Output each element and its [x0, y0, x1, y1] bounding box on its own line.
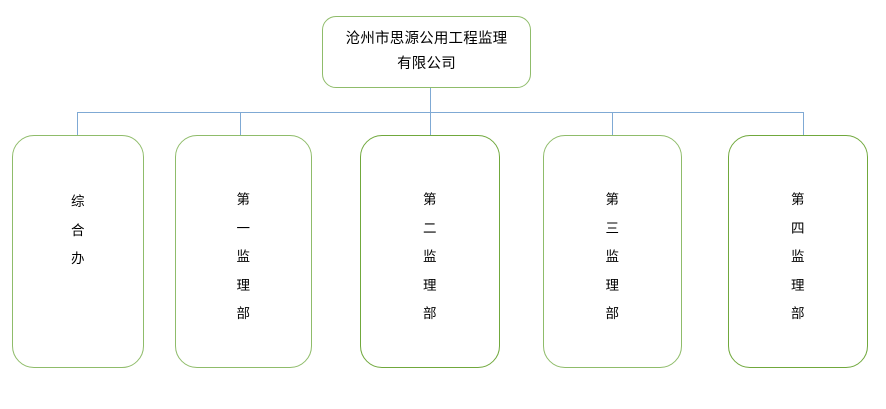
org-node-root[interactable]: 沧州市思源公用工程监理 有限公司 — [322, 16, 531, 88]
org-node-supervision-dept-1[interactable]: 第 一 监 理 部 — [175, 135, 312, 368]
connector-root-stem — [430, 88, 432, 112]
connector-drop-child5 — [803, 112, 805, 136]
org-node-general-office[interactable]: 综 合 办 — [12, 135, 144, 368]
connector-drop-child3 — [430, 112, 432, 136]
org-node-supervision-dept-2-label: 第 二 监 理 部 — [423, 192, 437, 322]
connector-horizontal-bus — [77, 112, 803, 114]
org-node-supervision-dept-4[interactable]: 第 四 监 理 部 — [728, 135, 868, 368]
org-node-general-office-label: 综 合 办 — [71, 194, 85, 267]
org-node-supervision-dept-3-label: 第 三 监 理 部 — [605, 192, 620, 322]
connector-drop-child4 — [612, 112, 614, 136]
connector-drop-child1 — [77, 112, 79, 136]
org-node-supervision-dept-4-label: 第 四 监 理 部 — [791, 192, 805, 322]
org-node-supervision-dept-1-label: 第 一 监 理 部 — [236, 192, 251, 322]
org-node-supervision-dept-2[interactable]: 第 二 监 理 部 — [360, 135, 500, 368]
org-node-supervision-dept-3[interactable]: 第 三 监 理 部 — [543, 135, 682, 368]
org-node-root-label: 沧州市思源公用工程监理 有限公司 — [345, 31, 508, 72]
connector-drop-child2 — [240, 112, 242, 136]
